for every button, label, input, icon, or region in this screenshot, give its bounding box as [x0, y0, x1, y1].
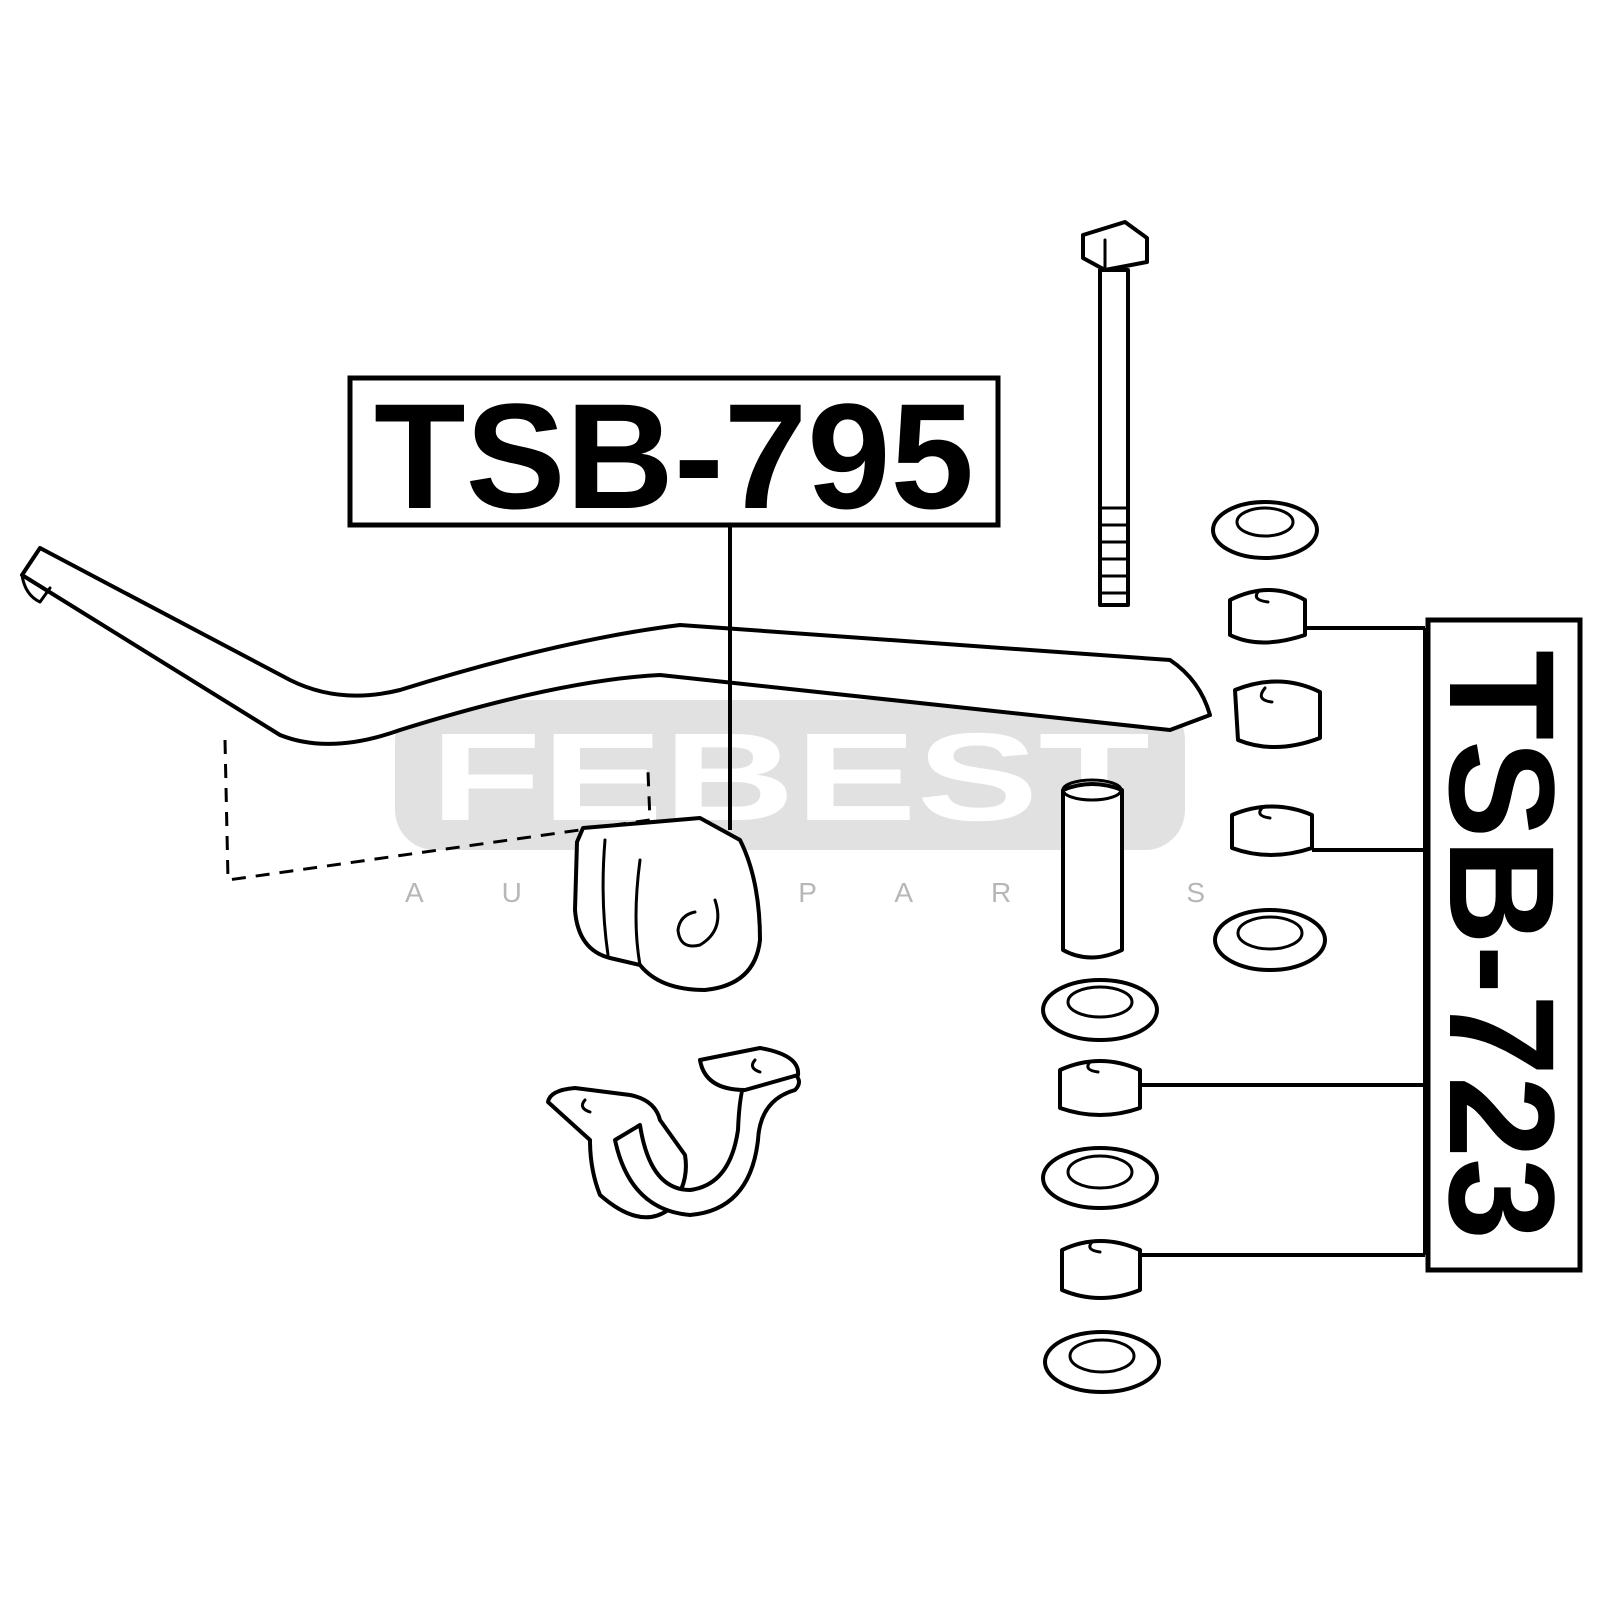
label-link-bushing-box	[1425, 617, 1583, 1273]
label-link-bushing: TSB-723	[1418, 617, 1586, 1273]
sleeve-top	[1061, 778, 1123, 802]
bushing-upper-2	[1233, 679, 1322, 749]
label-front-bushing: TSB-795	[347, 372, 1001, 540]
bushing-upper-1	[1228, 588, 1307, 645]
bushing-bracket	[546, 1046, 801, 1220]
washer-top	[1211, 500, 1319, 560]
stabilizer-bushing	[573, 816, 762, 992]
bracket-strap	[613, 1068, 801, 1217]
bolt-head	[1081, 220, 1149, 272]
stabilizer-bar-end-cap	[20, 573, 52, 604]
bushing-lower-2	[1060, 1239, 1142, 1300]
bushing-bore	[676, 898, 720, 948]
stabilizer-bar	[20, 546, 1212, 882]
watermark-panel	[395, 700, 1185, 850]
washer-lower-2	[1041, 1146, 1159, 1210]
label-front-bushing-text: TSB-795	[374, 372, 974, 540]
bushing-face-edge	[601, 838, 642, 967]
sleeve-body	[1061, 782, 1124, 960]
stabilizer-bar-body	[20, 546, 1212, 746]
washer-lower-3	[1043, 1330, 1161, 1394]
bracket-flange-right	[698, 1046, 801, 1092]
link-bushing-stack-upper	[1211, 500, 1327, 972]
link-bushing-stack-lower	[1041, 978, 1161, 1394]
label-link-bushing-text: TSB-723	[1418, 650, 1586, 1240]
link-bolt	[1081, 220, 1149, 607]
bushing-block	[573, 816, 762, 992]
spacer-sleeve	[1061, 778, 1124, 960]
bracket-hole-right	[750, 1058, 762, 1074]
washer-upper-bottom	[1213, 908, 1327, 972]
bolt-shaft	[1098, 268, 1130, 607]
leader-lines	[728, 525, 1427, 1257]
bushing-upper-3	[1230, 804, 1314, 857]
bushing-lower-1	[1058, 1059, 1142, 1117]
bracket-hole-left	[580, 1098, 592, 1114]
watermark-brand: FEBEST	[430, 708, 1150, 847]
label-front-bushing-box	[347, 375, 1001, 528]
washer-lower-1	[1041, 978, 1159, 1042]
bolt-thread	[1098, 506, 1130, 595]
